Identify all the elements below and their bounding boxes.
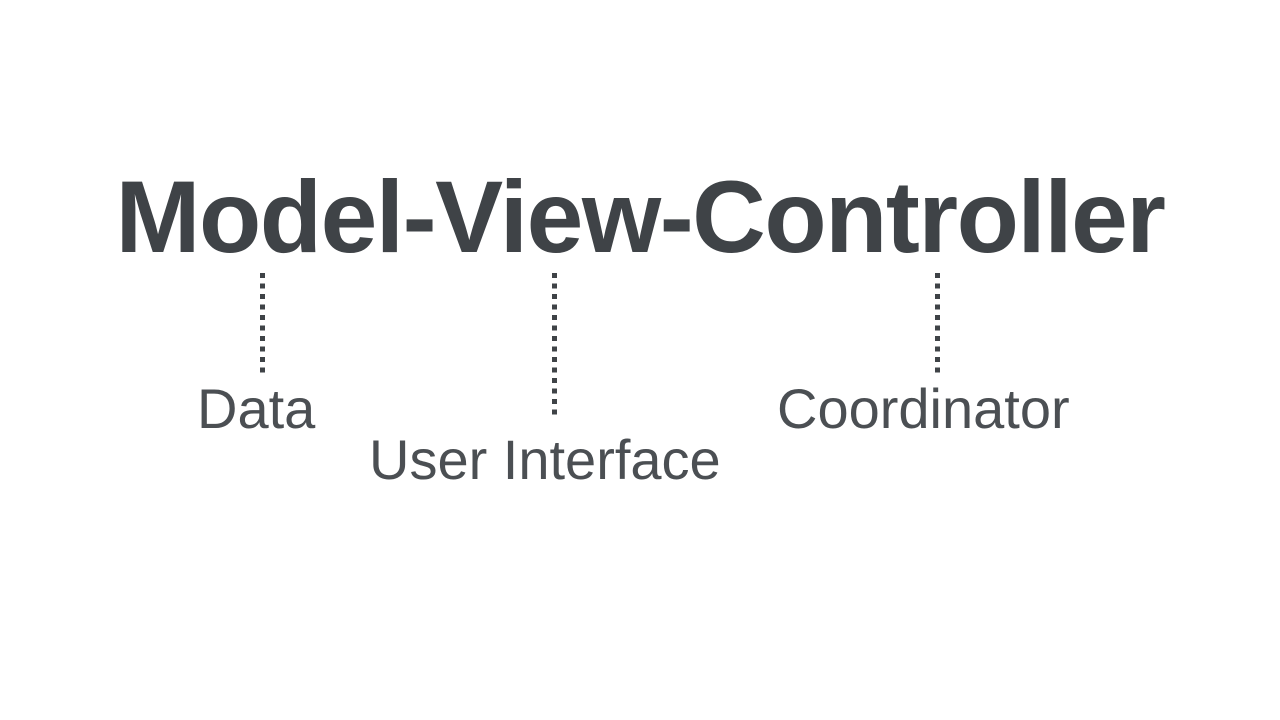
label-data: Data (197, 377, 316, 440)
label-user-interface: User Interface (369, 428, 721, 491)
connector-model-to-data (260, 273, 265, 373)
connector-view-to-user-interface (552, 273, 557, 415)
diagram-title: Model-View-Controller (115, 160, 1166, 274)
connector-controller-to-coordinator (935, 273, 940, 374)
label-coordinator: Coordinator (777, 377, 1070, 440)
